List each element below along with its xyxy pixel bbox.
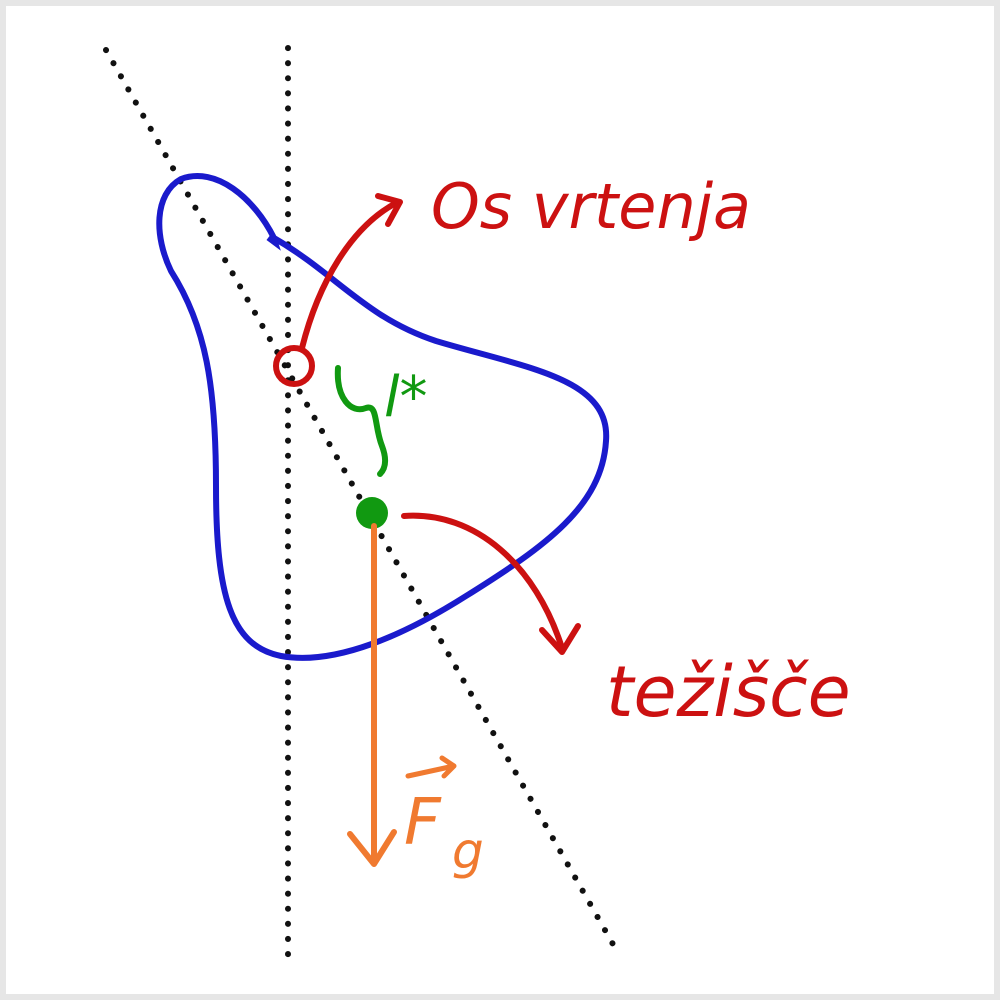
center-of-mass-dot-icon xyxy=(356,497,388,529)
force-symbol: F xyxy=(404,786,442,860)
lever-arm-label: l* xyxy=(384,365,428,430)
force-label: F g xyxy=(404,755,484,880)
body-outline-notch xyxy=(266,236,281,251)
axis-of-rotation-label: Os vrtenja xyxy=(431,170,751,243)
body-outline xyxy=(156,173,610,661)
vector-arrow-icon xyxy=(405,755,457,779)
pivot-circle-icon xyxy=(273,345,315,387)
diagonal-dotted-line xyxy=(103,47,617,949)
axis-annotation-arrow-icon xyxy=(299,193,403,351)
gravity-force-arrow-icon xyxy=(347,523,397,867)
lever-arm-brace xyxy=(334,365,389,477)
center-of-mass-label: težišče xyxy=(606,651,851,733)
force-subscript: g xyxy=(452,822,484,880)
com-annotation-arrow-icon xyxy=(401,512,581,655)
pivot-diagram: Os vrtenja l* težišče F g xyxy=(103,45,851,961)
